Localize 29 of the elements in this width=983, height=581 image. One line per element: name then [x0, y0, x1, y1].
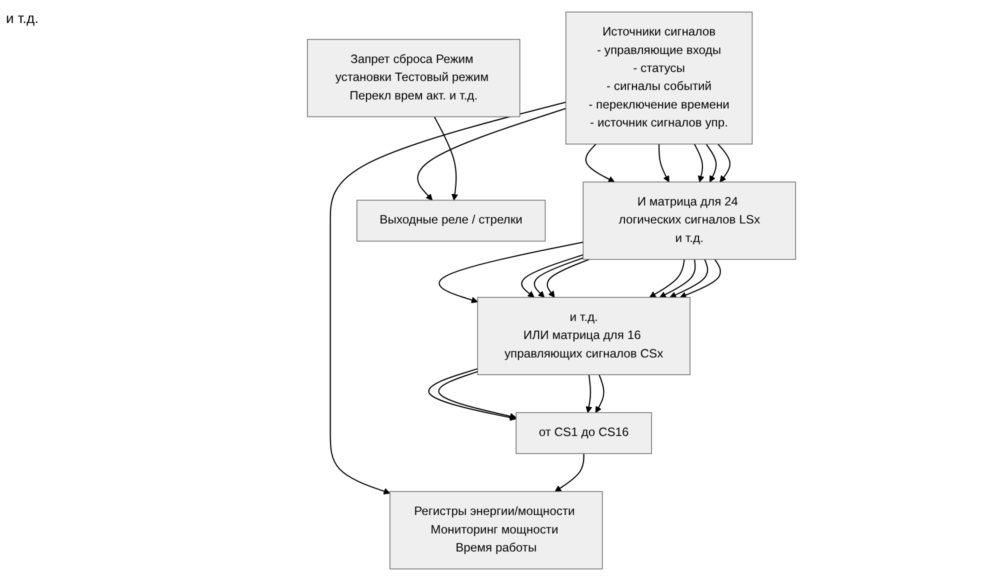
arrow: [330, 102, 566, 494]
arrow: [438, 242, 584, 304]
arrow: [521, 254, 584, 298]
arrow: [659, 259, 696, 298]
arrow: [658, 144, 670, 182]
arrow: [706, 144, 717, 182]
arrow: [554, 454, 584, 492]
node-box: и т.д. ИЛИ матрица для 16 управляющих сигналов CSx: [477, 296, 690, 376]
arrow: [585, 144, 615, 182]
arrow: [438, 371, 516, 420]
arrow: [718, 144, 731, 182]
note-text: и т.д.: [6, 10, 39, 26]
arrow: [546, 258, 590, 298]
arrow: [649, 259, 685, 298]
arrow: [670, 259, 708, 298]
node-box: Запрет сброса Режим установки Тестовый режим Перекл врем акт. и т.д.: [307, 39, 520, 118]
node-box: Регистры энергии/мощности Мониторинг мощности Время работы: [390, 491, 603, 570]
node-box: Источники сигналов - управляющие входы - статусы - сигналы событий - переключение времени - источник сигналов упр.: [565, 12, 753, 144]
arrow: [595, 374, 604, 413]
node-box: от CS1 до CS16: [516, 412, 652, 454]
arrow: [434, 116, 458, 201]
arrow: [694, 144, 704, 182]
node-box: И матрица для 24 логических сигналов LSx и т.д.: [582, 182, 796, 260]
arrow: [534, 257, 584, 298]
arrow: [417, 108, 566, 201]
arrow: [428, 368, 516, 421]
arrow: [680, 259, 721, 298]
arrow: [586, 374, 592, 413]
node-box: Выходные реле / стрелки: [356, 200, 546, 242]
